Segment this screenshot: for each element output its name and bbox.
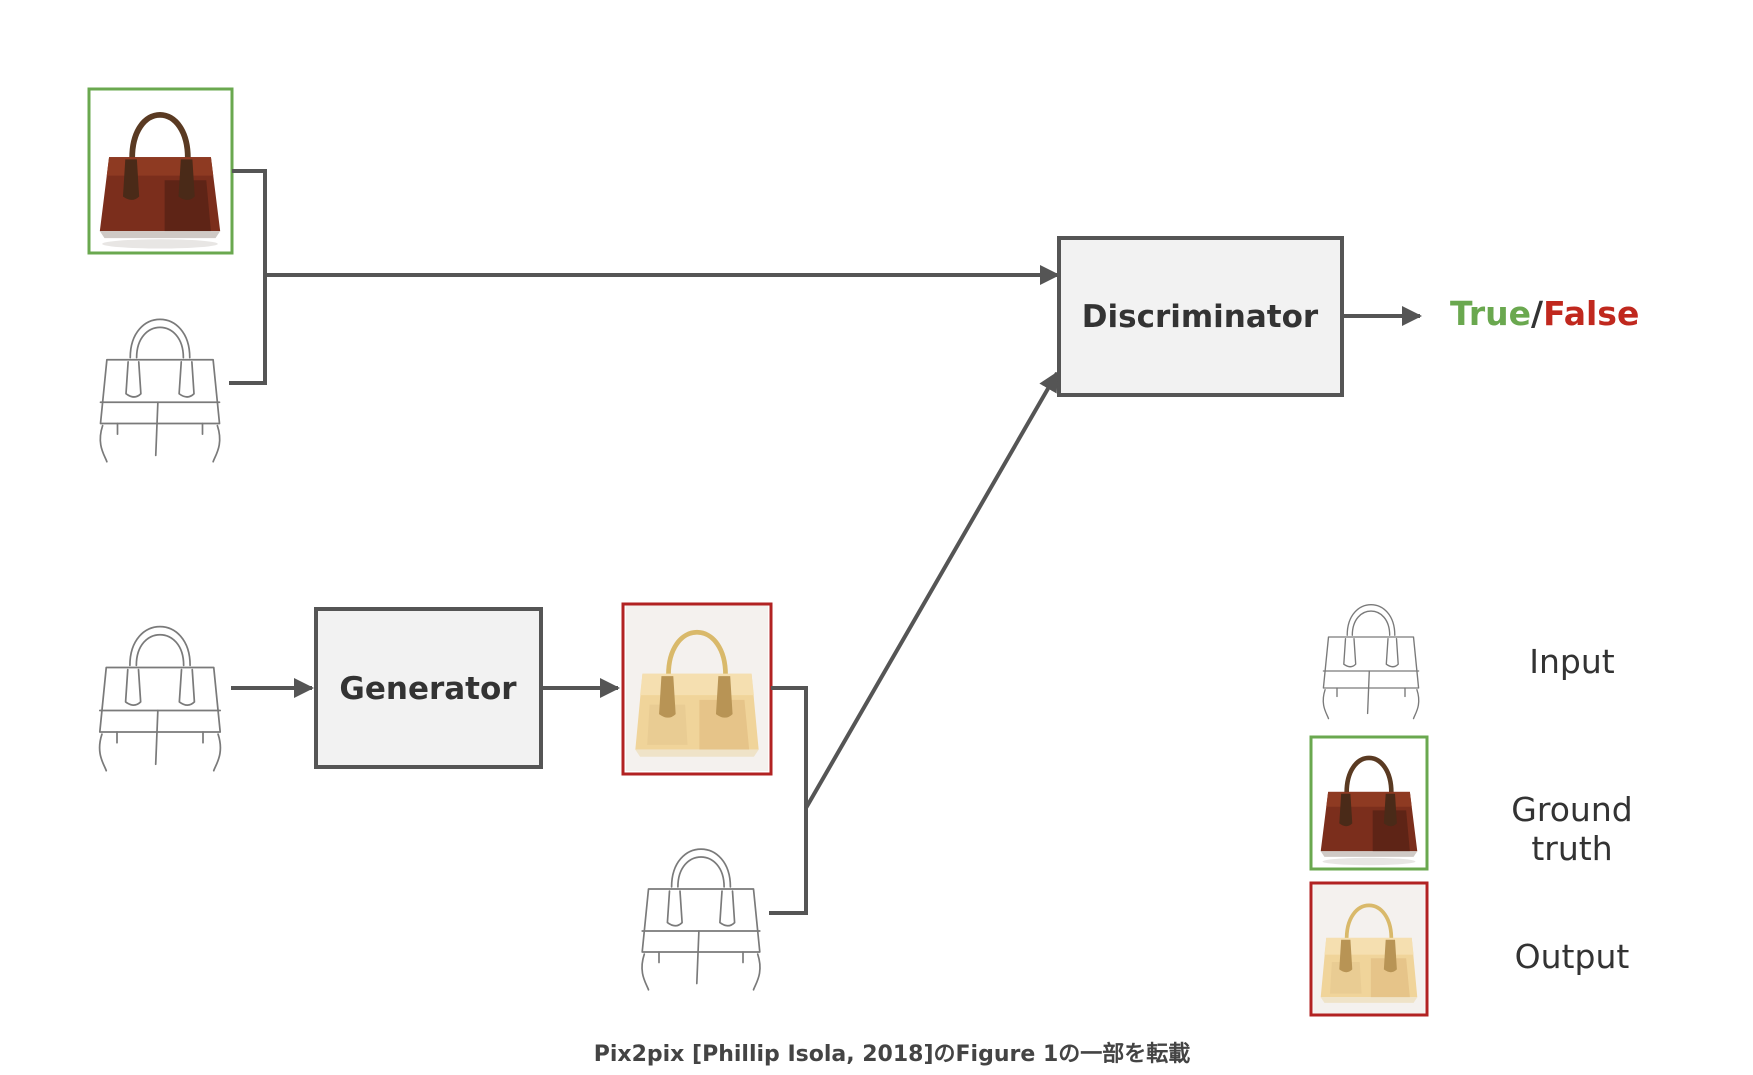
bottom-input-sketch — [98, 625, 222, 772]
figure-caption: Pix2pix [Phillip Isola, 2018]のFigure 1の一… — [594, 1041, 1191, 1067]
discriminator-label: Discriminator — [1082, 299, 1319, 335]
generator-label: Generator — [339, 671, 517, 707]
legend-ground-truth-label-1: Ground — [1511, 790, 1632, 829]
bag-photo-icon — [1313, 738, 1424, 868]
bag-sketch-icon — [1322, 603, 1420, 720]
bottom-merge-connector — [769, 686, 808, 915]
second-input-sketch — [641, 848, 761, 991]
legend-output-label: Output — [1515, 937, 1630, 976]
top-ground-truth-image — [87, 87, 234, 255]
true-label: True — [1450, 294, 1531, 333]
discriminator-node: Discriminator — [1057, 236, 1344, 397]
legend-ground-truth-label-2: truth — [1531, 829, 1612, 868]
bottom-to-discriminator-arrow — [804, 371, 1059, 809]
result-separator: / — [1531, 294, 1544, 333]
legend-output: Output — [1309, 881, 1630, 1017]
result-label: True/False — [1450, 294, 1639, 333]
bag-generated-icon — [1312, 884, 1426, 1014]
false-label: False — [1543, 294, 1639, 333]
legend-input: Input — [1322, 603, 1615, 720]
top-merge-connector — [229, 169, 1052, 385]
top-input-sketch — [99, 318, 221, 463]
legend-input-label: Input — [1529, 642, 1615, 681]
generated-output-image — [621, 602, 773, 776]
legend-ground-truth: Ground truth — [1309, 735, 1633, 871]
legend: Input Ground truth Output — [1309, 603, 1633, 1017]
generator-node: Generator — [314, 607, 543, 769]
